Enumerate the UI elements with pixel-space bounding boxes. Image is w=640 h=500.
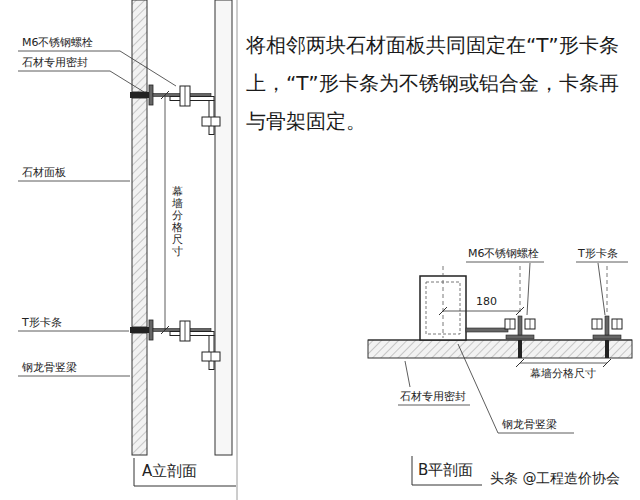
bolt-symbol xyxy=(617,319,618,329)
part-label: 石材专用密封 xyxy=(400,390,466,403)
t-clip-flange xyxy=(149,85,153,105)
steel-beam xyxy=(215,0,232,455)
t-clip-flange xyxy=(506,335,534,339)
center-line xyxy=(607,266,608,314)
note-text: 将相邻两块石材面板共同固定在“T”形卡条上，“T”形卡条为不锈钢或铝合金，卡条再… xyxy=(246,26,636,140)
panel-edge xyxy=(368,340,632,341)
t-clip-flange xyxy=(593,335,621,339)
bolt-symbol xyxy=(202,117,220,126)
leader-line xyxy=(18,331,129,332)
leader-line xyxy=(598,263,605,315)
stone-panel xyxy=(368,340,632,358)
part-label: 钢龙骨竖梁 xyxy=(502,418,557,431)
divider-line xyxy=(237,0,238,500)
dimension-tick xyxy=(439,307,447,315)
leader-line xyxy=(18,376,130,377)
leader-line xyxy=(405,361,410,387)
part-label: T形卡条 xyxy=(22,316,62,329)
dimension-tick xyxy=(603,359,611,367)
dimension-line xyxy=(165,95,166,330)
part-label: 石材面板 xyxy=(22,166,66,179)
stone-panel xyxy=(132,0,147,92)
view-bracket xyxy=(412,456,482,485)
bolt-symbol xyxy=(592,319,602,329)
bolt-symbol xyxy=(202,352,220,361)
t-clip-flange xyxy=(149,320,153,340)
center-line xyxy=(520,266,521,314)
bolt-symbol xyxy=(612,319,622,329)
dimension-tick xyxy=(516,307,524,315)
part-label: M6不锈钢螺栓 xyxy=(468,247,540,260)
sealant xyxy=(130,92,149,98)
t-clip-assembly xyxy=(592,266,622,358)
dimension-line xyxy=(520,363,607,364)
bolt-symbol xyxy=(180,86,190,106)
bolt-symbol xyxy=(211,352,212,361)
bolt-symbol xyxy=(530,319,531,329)
bolt-symbol xyxy=(180,321,190,341)
bolt-symbol xyxy=(597,319,598,329)
dimension-tick xyxy=(516,359,524,367)
part-label: 石材专用密封 xyxy=(22,56,88,69)
leader-line xyxy=(18,71,144,92)
t-clip-assembly xyxy=(505,266,535,358)
bolt-symbol xyxy=(185,321,186,341)
t-clip-assembly xyxy=(130,320,220,370)
bolt-symbol xyxy=(185,86,186,106)
view-bracket xyxy=(134,458,236,486)
leader-line xyxy=(18,51,176,86)
dimension-label: 幕墙分格尺寸 xyxy=(530,367,596,380)
watermark: 头条 @工程造价协会 xyxy=(490,470,620,487)
dimension-line xyxy=(443,311,520,312)
part-label: M6不锈钢螺栓 xyxy=(22,36,94,49)
stone-panel xyxy=(132,98,147,327)
dimension-label: 幕墙分格尺寸 xyxy=(172,186,183,259)
leader-line xyxy=(18,181,130,182)
leader-line xyxy=(576,262,628,263)
dimension-tick xyxy=(161,326,169,334)
leader-line xyxy=(398,405,470,406)
sealant xyxy=(130,327,149,333)
angle-plate xyxy=(170,332,214,336)
leader-line xyxy=(527,263,530,315)
sealant xyxy=(518,340,522,358)
leader-line xyxy=(466,262,544,263)
connection-plate xyxy=(466,328,508,332)
leader-line xyxy=(458,344,574,433)
view-title: A立剖面 xyxy=(142,462,197,480)
bolt-symbol xyxy=(525,319,535,329)
angle-plate xyxy=(170,97,214,101)
t-clip-stem xyxy=(605,316,609,335)
view-title: B平剖面 xyxy=(418,461,473,479)
bolt-symbol xyxy=(505,319,515,329)
part-label: T形卡条 xyxy=(578,247,618,260)
dimension-label: 180 xyxy=(476,295,497,308)
stone-panel xyxy=(132,333,147,455)
dimension-tick xyxy=(161,91,169,99)
t-clip-assembly xyxy=(130,85,220,135)
bolt-symbol xyxy=(211,117,212,126)
bolt-symbol xyxy=(510,319,511,329)
center-line xyxy=(443,266,444,338)
sealant xyxy=(605,340,609,358)
part-label: 钢龙骨竖梁 xyxy=(22,361,77,374)
t-clip-stem xyxy=(518,316,522,335)
